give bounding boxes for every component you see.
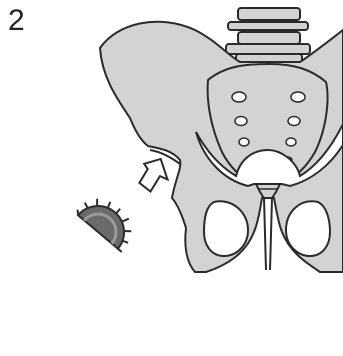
foramen-l1 — [232, 92, 246, 102]
vertebra-2 — [238, 32, 300, 44]
pubic-symphysis-left — [264, 198, 266, 270]
foramen-l2 — [235, 117, 247, 126]
foramen-r1 — [291, 92, 305, 102]
foramen-r3 — [286, 138, 296, 146]
insertion-arrow-icon — [133, 153, 175, 195]
foramen-r2 — [288, 117, 300, 126]
pubic-symphysis-right — [270, 198, 272, 270]
acetabular-cup-icon — [75, 188, 142, 252]
lumbar-spine — [226, 8, 310, 66]
vertebra-process-2 — [226, 44, 310, 54]
vertebra-process-1 — [228, 22, 308, 30]
vertebra-1 — [238, 8, 300, 20]
obturator-foramen-right — [286, 201, 330, 256]
foramen-l3 — [239, 138, 249, 146]
